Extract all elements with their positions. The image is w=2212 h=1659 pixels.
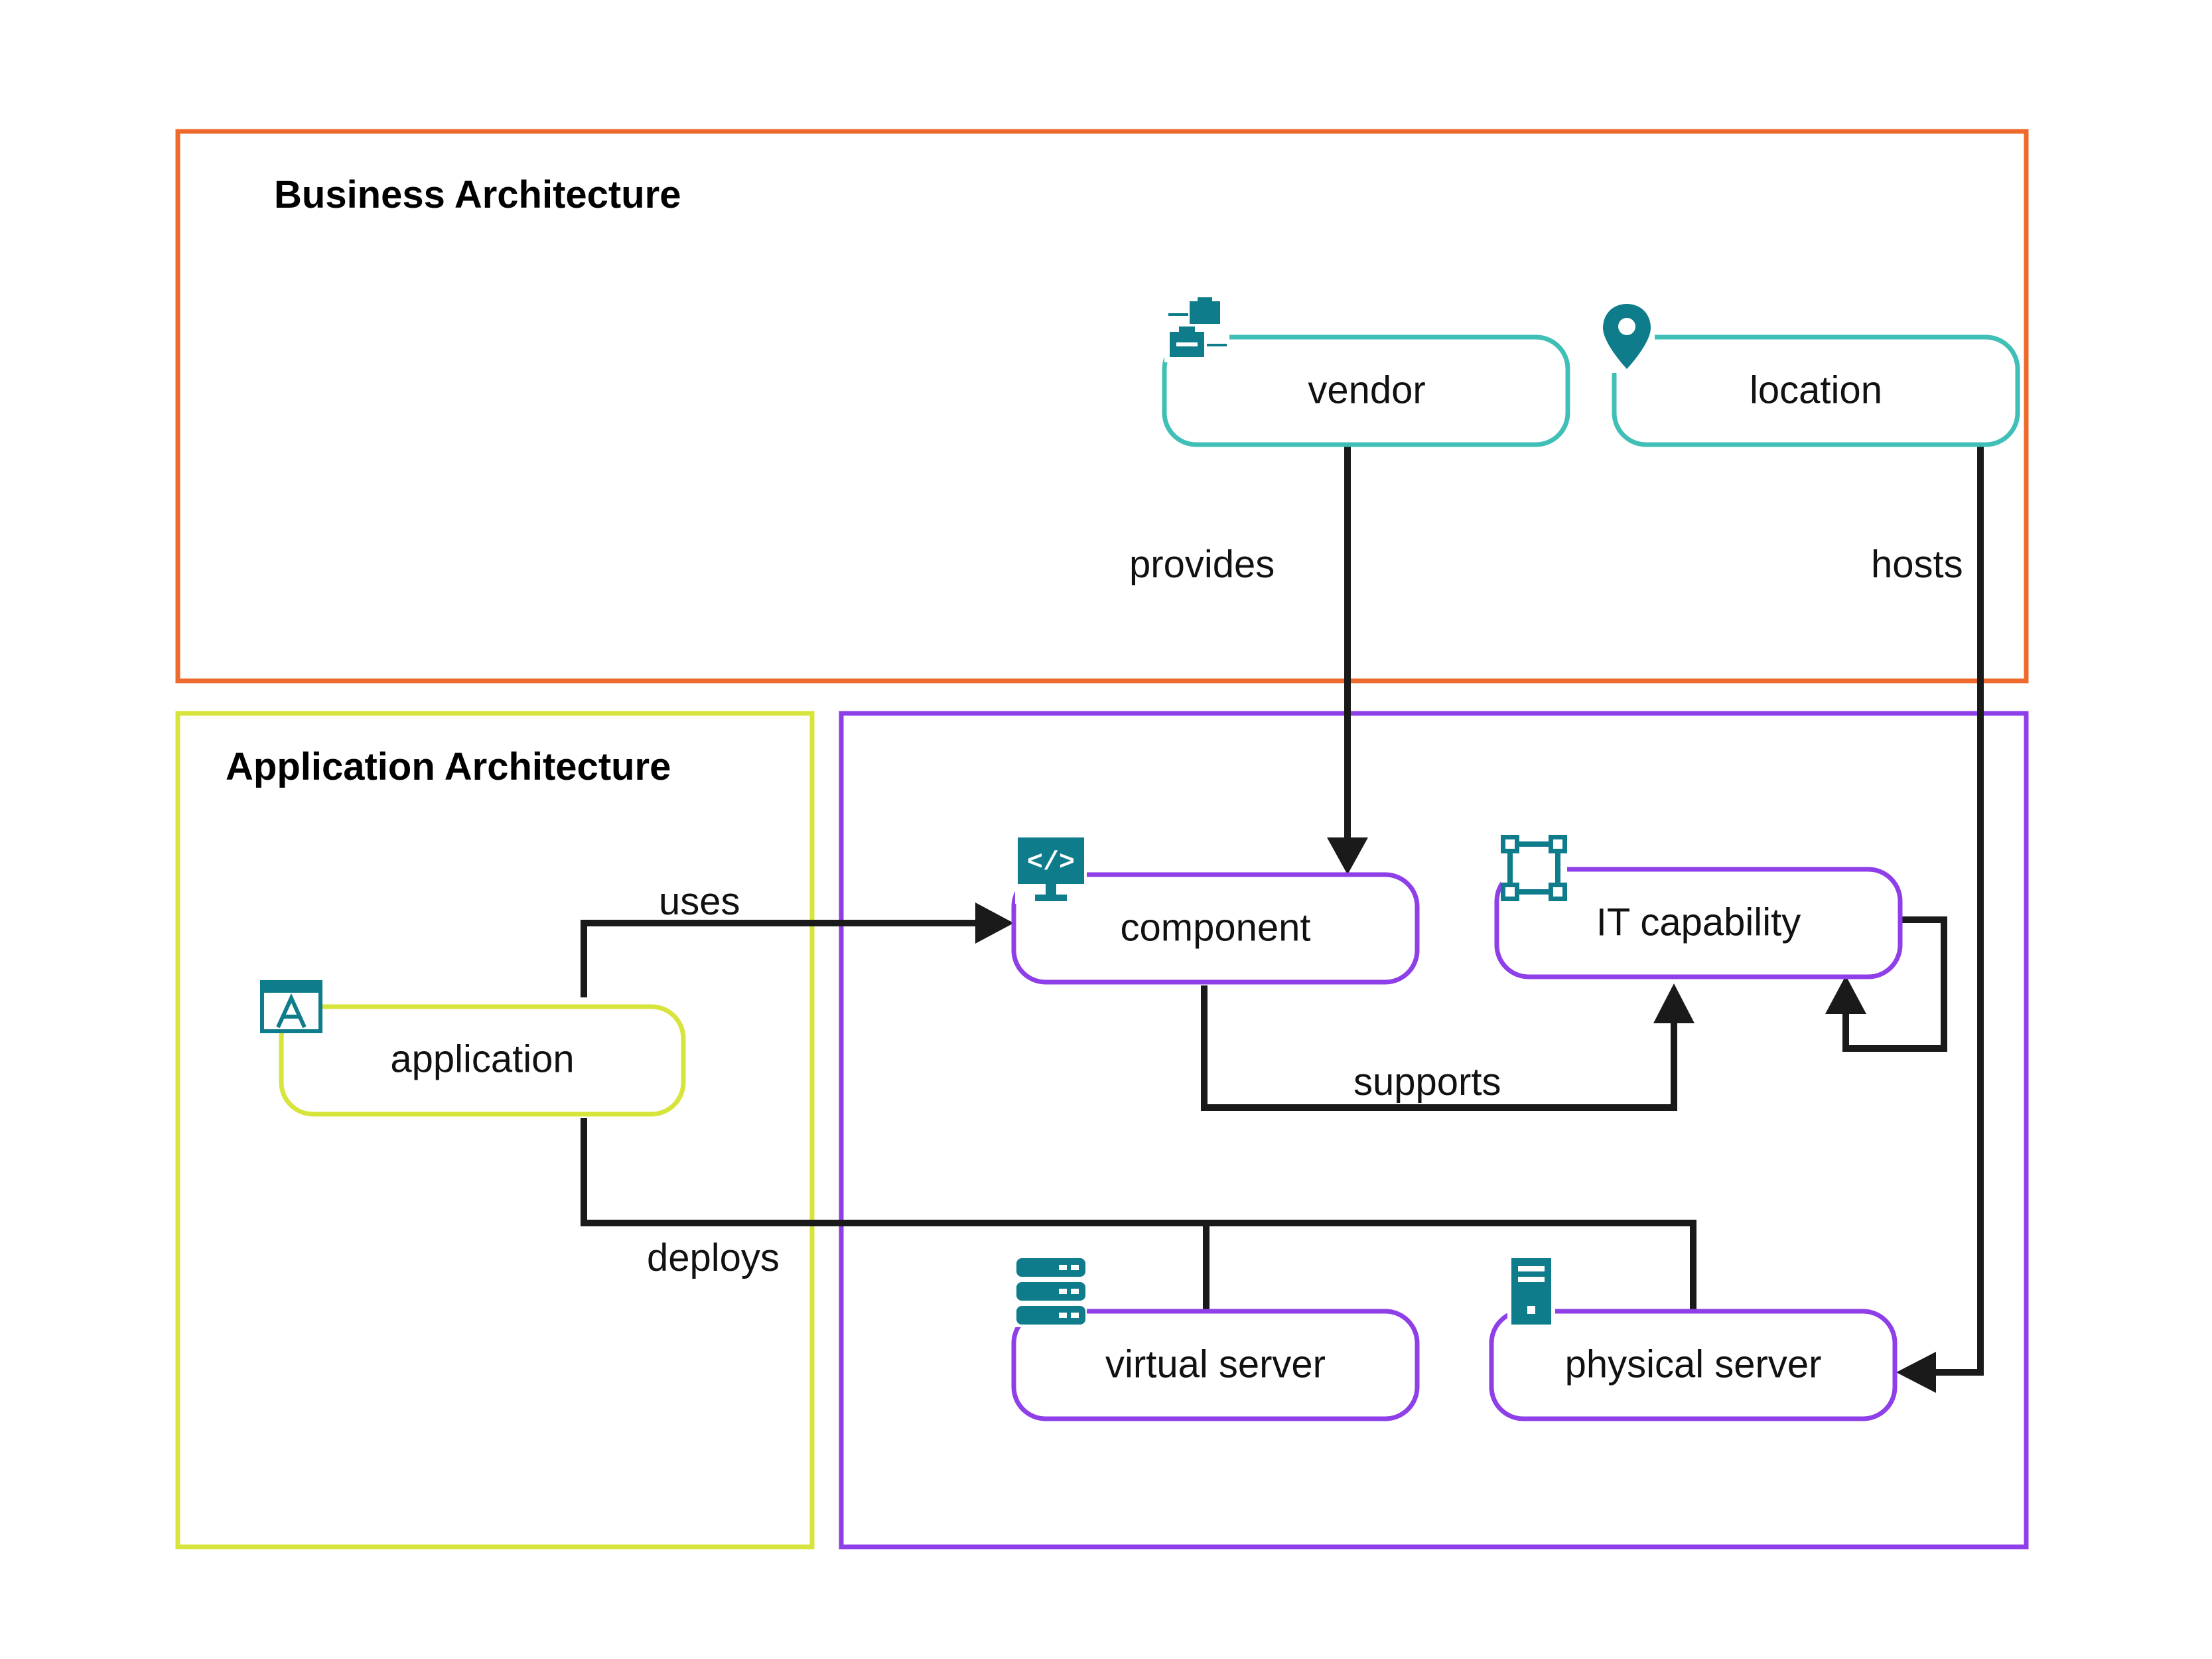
server-stack-icon [1015,1256,1087,1327]
node-vendor[interactable]: vendor [1162,297,1570,447]
edge-self-loop [1825,916,1947,1052]
edge-uses: uses [581,880,1014,997]
node-label-virtual-server: virtual server [1105,1342,1326,1386]
node-label-application: application [390,1037,574,1080]
node-label-location: location [1750,368,1882,411]
node-label-physical-server: physical server [1565,1342,1822,1386]
node-physical-server[interactable]: physical server [1489,1256,1898,1421]
node-it-capability[interactable]: IT capability [1494,835,1903,979]
node-virtual-server[interactable]: virtual server [1011,1256,1420,1421]
vendor-icon [1164,297,1229,362]
code-monitor-icon: </> [1015,835,1087,904]
node-application[interactable]: application [260,980,686,1117]
edge-label-deploys: deploys [647,1236,780,1279]
node-label-component: component [1121,906,1311,949]
application-window-icon [260,980,322,1033]
location-pin-icon [1599,300,1655,373]
edge-label-supports: supports [1353,1060,1501,1104]
business-architecture-group [175,129,2029,684]
node-location[interactable]: location [1599,300,2020,447]
svg-text:</>: </> [1027,848,1075,878]
edge-deploys: deploys [581,1118,1696,1311]
edge-label-provides: provides [1129,543,1275,586]
capability-nodes-icon [1501,835,1567,901]
application-architecture-group [175,711,815,1550]
edge-supports: supports [1201,983,1694,1111]
edge-hosts: hosts [1871,443,1984,1393]
server-tower-icon [1507,1256,1555,1327]
business-architecture-title: Business Architecture [274,173,681,216]
edge-label-uses: uses [659,880,740,923]
node-component[interactable]: component </> [1011,835,1420,985]
edge-label-hosts: hosts [1871,543,1963,586]
node-label-vendor: vendor [1308,368,1425,411]
application-architecture-title: Application Architecture [226,745,671,788]
technology-architecture-group [839,711,2029,1550]
node-label-it-capability: IT capability [1596,901,1801,944]
edge-provides: provides [1129,445,1368,875]
